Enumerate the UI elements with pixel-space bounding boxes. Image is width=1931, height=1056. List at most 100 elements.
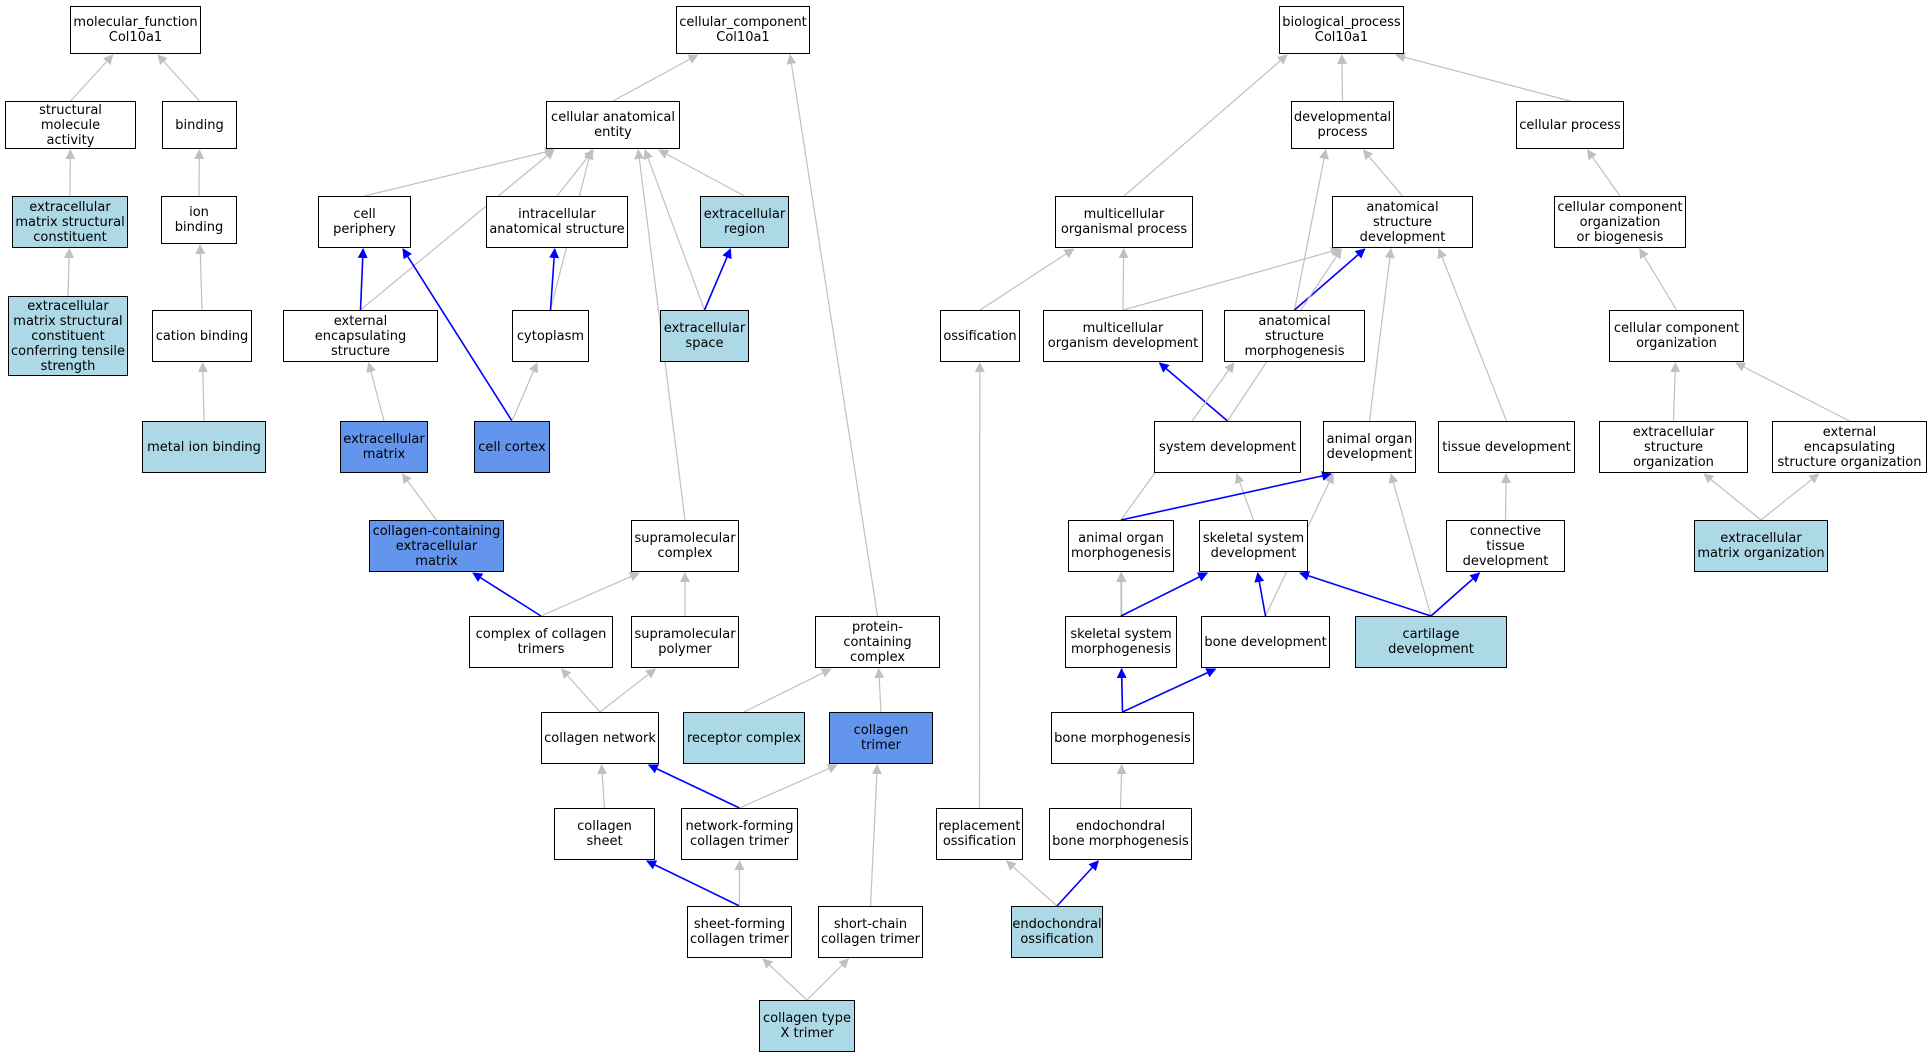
edge-cartdev-to-ctd bbox=[1430, 572, 1481, 617]
edge-nfct-to-cnet bbox=[647, 764, 740, 809]
node-cellular-process[interactable]: cellular process bbox=[1516, 101, 1624, 149]
node-ossification[interactable]: ossification bbox=[940, 310, 1020, 362]
node-cytoplasm[interactable]: cytoplasm bbox=[512, 310, 589, 362]
node-connective-tissue-development[interactable]: connective tissue development bbox=[1446, 520, 1565, 572]
node-biological-process-root[interactable]: biological_process Col10a1 bbox=[1279, 6, 1404, 54]
edge-emscts-to-emsc bbox=[64, 248, 75, 297]
edge-aom-to-aod bbox=[1120, 471, 1332, 521]
node-short-chain-collagen-trimer[interactable]: short-chain collagen trimer bbox=[818, 906, 923, 958]
node-structural-molecule-activity[interactable]: structural molecule activity bbox=[5, 101, 136, 149]
node-extracellular-matrix-organization[interactable]: extracellular matrix organization bbox=[1694, 520, 1828, 572]
edge-pcc-to-cc bbox=[786, 54, 879, 617]
edge-sysdev-to-mod bbox=[1158, 362, 1229, 422]
edge-cco-to-ccob bbox=[1639, 248, 1678, 311]
node-supramolecular-complex[interactable]: supramolecular complex bbox=[631, 520, 739, 572]
node-collagen-containing-ecm[interactable]: collagen-containing extracellular matrix bbox=[369, 520, 504, 572]
edge-bonedev-to-ssd bbox=[1254, 572, 1267, 617]
edge-ossif-to-mop bbox=[979, 248, 1075, 311]
node-cell-cortex[interactable]: cell cortex bbox=[474, 421, 550, 473]
node-ecm-structural-constituent[interactable]: extracellular matrix structural constitu… bbox=[12, 196, 128, 248]
edge-aod-to-asd bbox=[1368, 248, 1395, 422]
node-anatomical-structure-morphogenesis[interactable]: anatomical structure morphogenesis bbox=[1224, 310, 1365, 362]
node-metal-ion-binding[interactable]: metal ion binding bbox=[142, 421, 266, 473]
edge-mop-to-bp bbox=[1123, 54, 1288, 197]
node-extracellular-region[interactable]: extracellular region bbox=[700, 196, 789, 248]
node-developmental-process[interactable]: developmental process bbox=[1291, 101, 1394, 149]
node-multicellular-organismal-process[interactable]: multicellular organismal process bbox=[1055, 196, 1193, 248]
edge-ecreg-to-cae bbox=[658, 149, 745, 197]
edge-scct-to-ctrimer bbox=[869, 764, 882, 907]
edge-cellp-to-bp bbox=[1395, 52, 1571, 102]
edge-devp-to-bp bbox=[1336, 54, 1347, 102]
node-multicellular-organism-development[interactable]: multicellular organism development bbox=[1043, 310, 1203, 362]
node-protein-containing-complex[interactable]: protein-containing complex bbox=[815, 616, 940, 668]
node-binding[interactable]: binding bbox=[162, 101, 237, 149]
node-cellular-component-organization-or-biogenesis[interactable]: cellular component organization or bioge… bbox=[1554, 196, 1686, 248]
node-ecm-structural-constituent-tensile[interactable]: extracellular matrix structural constitu… bbox=[8, 296, 128, 376]
edge-cartdev-to-ssd bbox=[1299, 571, 1432, 617]
node-animal-organ-morphogenesis[interactable]: animal organ morphogenesis bbox=[1068, 520, 1174, 572]
node-molecular-function-root[interactable]: molecular_function Col10a1 bbox=[70, 6, 201, 54]
node-intracellular-anatomical-structure[interactable]: intracellular anatomical structure bbox=[486, 196, 628, 248]
edge-emo-to-eso bbox=[1703, 473, 1762, 521]
node-extracellular-matrix[interactable]: extracellular matrix bbox=[340, 421, 428, 473]
node-external-encapsulating-structure-organization[interactable]: external encapsulating structure organiz… bbox=[1772, 421, 1927, 473]
edge-ctd-to-tissdev bbox=[1501, 473, 1512, 521]
node-animal-organ-development[interactable]: animal organ development bbox=[1323, 421, 1416, 473]
node-cartilage-development[interactable]: cartilage development bbox=[1355, 616, 1507, 668]
node-cellular-component-root[interactable]: cellular_component Col10a1 bbox=[676, 6, 810, 54]
node-receptor-complex[interactable]: receptor complex bbox=[683, 712, 805, 764]
edge-csheet-to-cnet bbox=[597, 764, 608, 809]
node-bone-morphogenesis[interactable]: bone morphogenesis bbox=[1051, 712, 1194, 764]
edge-mod-to-mop bbox=[1118, 248, 1129, 311]
edge-cct-to-smc bbox=[540, 572, 640, 617]
edge-asm-to-asd bbox=[1293, 248, 1366, 311]
edge-cecm-to-ecm bbox=[401, 473, 437, 521]
node-extracellular-structure-organization[interactable]: extracellular structure organization bbox=[1599, 421, 1748, 473]
node-collagen-trimer[interactable]: collagen trimer bbox=[829, 712, 933, 764]
edge-ebm-to-bonemorph bbox=[1116, 764, 1127, 809]
node-anatomical-structure-development[interactable]: anatomical structure development bbox=[1332, 196, 1473, 248]
edge-asm-to-devp bbox=[1293, 149, 1329, 311]
edge-eeso-to-cco bbox=[1735, 362, 1850, 422]
node-endochondral-bone-morphogenesis[interactable]: endochondral bone morphogenesis bbox=[1049, 808, 1192, 860]
edge-endos-to-ebm bbox=[1056, 860, 1099, 907]
node-endochondral-ossification[interactable]: endochondral ossification bbox=[1011, 906, 1103, 958]
node-cellular-anatomical-entity[interactable]: cellular anatomical entity bbox=[546, 101, 680, 149]
edge-cartdev-to-aod bbox=[1388, 473, 1432, 617]
edge-endos-to-replos bbox=[1005, 860, 1058, 907]
edge-bonemorph-to-bonedev bbox=[1122, 668, 1217, 713]
node-collagen-type-x-trimer[interactable]: collagen type X trimer bbox=[759, 1000, 855, 1052]
edge-cellcortex-to-cellper bbox=[402, 248, 513, 422]
node-sheet-forming-collagen-trimer[interactable]: sheet-forming collagen trimer bbox=[687, 906, 792, 958]
node-system-development[interactable]: system development bbox=[1154, 421, 1301, 473]
edge-ctx-to-sfct bbox=[762, 958, 808, 1001]
node-bone-development[interactable]: bone development bbox=[1201, 616, 1330, 668]
edge-ecspace-to-cae bbox=[643, 149, 706, 311]
edge-eso-to-cco bbox=[1670, 362, 1681, 422]
node-collagen-sheet[interactable]: collagen sheet bbox=[554, 808, 655, 860]
edge-cellper-to-cae bbox=[364, 147, 555, 197]
node-tissue-development[interactable]: tissue development bbox=[1438, 421, 1575, 473]
node-supramolecular-polymer[interactable]: supramolecular polymer bbox=[631, 616, 739, 668]
node-cell-periphery[interactable]: cell periphery bbox=[318, 196, 411, 248]
edge-cellcortex-to-cyto bbox=[511, 362, 539, 422]
edge-sfct-to-csheet bbox=[646, 860, 740, 907]
node-network-forming-collagen-trimer[interactable]: network-forming collagen trimer bbox=[681, 808, 798, 860]
edge-ias-to-cae bbox=[556, 149, 595, 197]
node-extracellular-space[interactable]: extracellular space bbox=[660, 310, 749, 362]
node-ion-binding[interactable]: ion binding bbox=[161, 196, 237, 244]
node-complex-of-collagen-trimers[interactable]: complex of collagen trimers bbox=[469, 616, 613, 668]
node-cation-binding[interactable]: cation binding bbox=[152, 310, 252, 362]
node-skeletal-system-morphogenesis[interactable]: skeletal system morphogenesis bbox=[1065, 616, 1177, 668]
edge-ees-to-cellper bbox=[357, 248, 368, 311]
node-cellular-component-organization[interactable]: cellular component organization bbox=[1609, 310, 1744, 362]
edge-ssd-to-sysdev bbox=[1235, 473, 1255, 521]
edge-ssm-to-ssd bbox=[1120, 572, 1209, 617]
node-replacement-ossification[interactable]: replacement ossification bbox=[936, 808, 1023, 860]
node-skeletal-system-development[interactable]: skeletal system development bbox=[1199, 520, 1308, 572]
edge-emo-to-eeso bbox=[1760, 473, 1820, 521]
node-external-encapsulating-structure[interactable]: external encapsulating structure bbox=[283, 310, 438, 362]
node-collagen-network[interactable]: collagen network bbox=[541, 712, 659, 764]
edge-tissdev-to-asd bbox=[1437, 248, 1508, 422]
